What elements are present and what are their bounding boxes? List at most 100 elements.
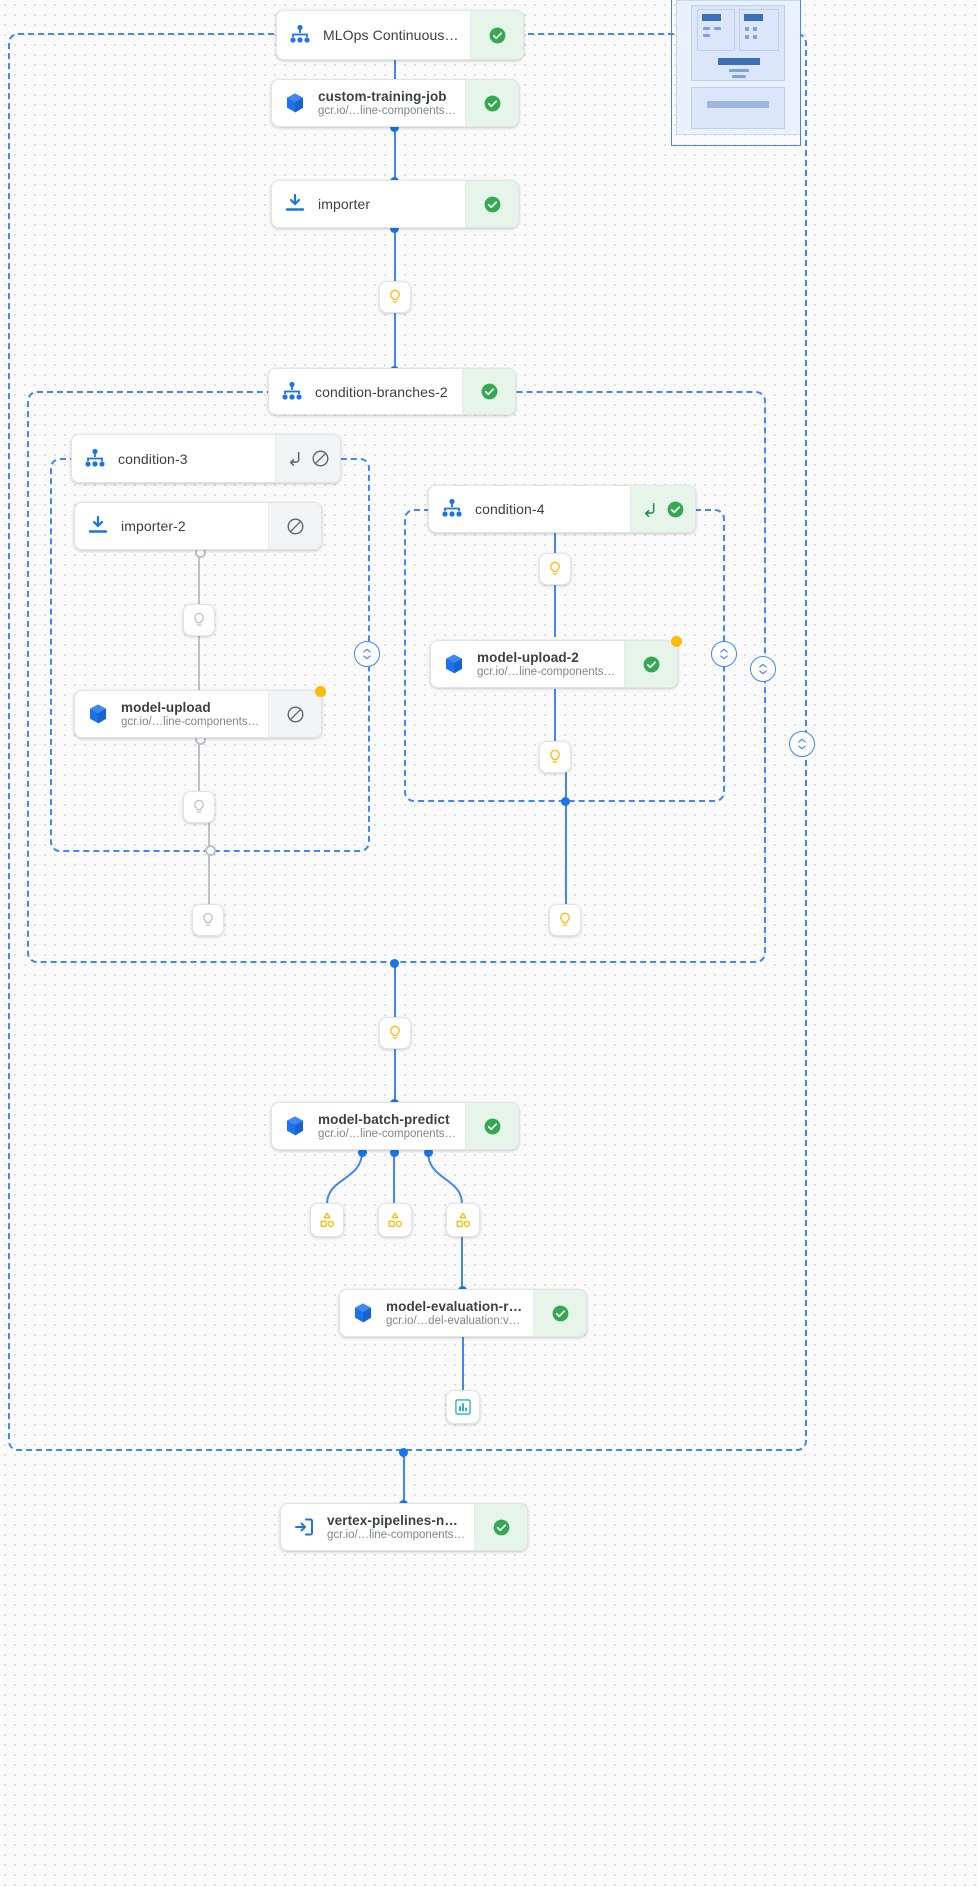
status-badge bbox=[470, 11, 523, 59]
edge-param-to-model-upload bbox=[198, 636, 200, 690]
component-cube-icon bbox=[340, 1290, 386, 1336]
param-node-importer2-out[interactable] bbox=[183, 604, 215, 636]
status-badge bbox=[465, 80, 518, 126]
lightbulb-icon bbox=[390, 289, 400, 303]
node-condition-4[interactable]: condition-4 bbox=[428, 485, 696, 533]
chevron-collapse-icon bbox=[363, 648, 371, 660]
minimap-node-dot bbox=[745, 27, 749, 31]
artifact-node-3[interactable] bbox=[446, 1203, 480, 1237]
edge-dot bbox=[399, 1448, 408, 1457]
edge-dot bbox=[358, 1148, 367, 1157]
pipeline-icon bbox=[429, 486, 475, 532]
node-subtitle: gcr.io/…line-components:2.6.0 bbox=[318, 105, 457, 117]
chevron-collapse-icon bbox=[720, 648, 728, 660]
param-node-condition4-exit[interactable] bbox=[549, 904, 581, 936]
node-text: model-batch-predict gcr.io/…line-compone… bbox=[318, 1103, 465, 1149]
pipeline-icon bbox=[277, 11, 323, 59]
node-title: condition-3 bbox=[118, 450, 188, 467]
node-title: model-upload-2 bbox=[477, 650, 579, 665]
artifact-node-2[interactable] bbox=[378, 1203, 412, 1237]
param-node-model-upload-out[interactable] bbox=[183, 791, 215, 823]
minimap-node-dot bbox=[703, 34, 710, 37]
node-text: condition-branches-2 bbox=[315, 369, 462, 414]
check-circle-icon bbox=[484, 1118, 500, 1134]
minimap-node-bar bbox=[707, 101, 769, 108]
collapse-button-condition-branches[interactable] bbox=[750, 656, 776, 682]
artifact-node-1[interactable] bbox=[310, 1203, 344, 1237]
warning-dot-icon bbox=[315, 686, 326, 697]
param-node-condition4-in[interactable] bbox=[539, 553, 571, 585]
node-title: vertex-pipelines-notificat… bbox=[327, 1513, 466, 1528]
check-circle-icon bbox=[643, 656, 659, 672]
node-root-pipeline[interactable]: MLOps Continuous Traini… bbox=[276, 10, 524, 60]
node-title: model-upload bbox=[121, 700, 211, 715]
param-node-importer-out[interactable] bbox=[379, 281, 411, 313]
param-node-branches-exit[interactable] bbox=[379, 1017, 411, 1049]
component-cube-icon bbox=[272, 1103, 318, 1149]
lightbulb-icon bbox=[390, 1025, 400, 1039]
node-model-evaluation[interactable]: model-evaluation-regres… gcr.io/…del-eva… bbox=[339, 1289, 587, 1337]
status-badge bbox=[533, 1290, 586, 1336]
minimap-node-dot bbox=[753, 35, 757, 39]
node-condition-branches-2[interactable]: condition-branches-2 bbox=[268, 368, 516, 415]
param-node-condition3-exit[interactable] bbox=[192, 904, 224, 936]
node-text: model-upload-2 gcr.io/…line-components:2… bbox=[477, 641, 624, 687]
status-badge bbox=[624, 641, 677, 687]
node-importer-2[interactable]: importer-2 bbox=[74, 502, 322, 550]
check-circle-icon bbox=[481, 383, 497, 400]
node-subtitle: gcr.io/…line-components:2.6.0 bbox=[318, 1128, 457, 1140]
minimap-panel bbox=[691, 87, 785, 129]
pipeline-icon bbox=[269, 369, 315, 414]
minimap-node-dot bbox=[729, 69, 749, 72]
graph-minimap[interactable] bbox=[671, 0, 801, 146]
collapse-button-condition-3[interactable] bbox=[354, 641, 380, 667]
exit-to-app-icon bbox=[281, 1504, 327, 1550]
edge-dot bbox=[390, 959, 399, 968]
node-title: condition-4 bbox=[475, 501, 545, 517]
node-model-upload[interactable]: model-upload gcr.io/…line-components:2.6… bbox=[74, 686, 326, 738]
metrics-node-1[interactable] bbox=[446, 1390, 480, 1424]
status-badge bbox=[465, 181, 518, 227]
minimap-node-dot bbox=[753, 27, 757, 31]
component-cube-icon bbox=[272, 80, 318, 126]
edge-dot bbox=[390, 224, 399, 233]
edge-dot bbox=[561, 797, 570, 806]
minimap-viewport[interactable] bbox=[671, 0, 801, 146]
branch-arrow-icon bbox=[644, 502, 655, 517]
node-model-upload-2[interactable]: model-upload-2 gcr.io/…line-components:2… bbox=[430, 636, 682, 688]
status-badge bbox=[275, 435, 340, 482]
collapse-button-condition-4[interactable] bbox=[711, 641, 737, 667]
chevron-collapse-icon bbox=[798, 738, 806, 750]
check-circle-icon bbox=[493, 1519, 509, 1535]
param-node-model-upload2-out[interactable] bbox=[539, 741, 571, 773]
collapse-button-root[interactable] bbox=[789, 731, 815, 757]
status-badge bbox=[268, 503, 321, 549]
node-importer[interactable]: importer bbox=[271, 180, 519, 228]
node-text: condition-4 bbox=[475, 486, 630, 532]
node-title: MLOps Continuous Traini… bbox=[323, 27, 462, 43]
node-custom-training-job[interactable]: custom-training-job gcr.io/…line-compone… bbox=[271, 79, 519, 127]
node-title: importer-2 bbox=[121, 518, 186, 534]
lightbulb-icon bbox=[194, 612, 204, 626]
pipeline-icon bbox=[72, 435, 118, 482]
node-text: MLOps Continuous Traini… bbox=[323, 11, 470, 59]
import-download-icon bbox=[75, 503, 121, 549]
status-badge bbox=[474, 1504, 527, 1550]
node-text: model-upload gcr.io/…line-components:2.6… bbox=[121, 691, 268, 737]
node-title: model-batch-predict bbox=[318, 1112, 450, 1127]
node-text: condition-3 bbox=[118, 435, 275, 482]
lightbulb-icon bbox=[560, 912, 570, 926]
edge-branches-to-param bbox=[394, 963, 396, 1017]
edge-param-to-exit-param bbox=[208, 823, 210, 905]
lightbulb-icon bbox=[550, 749, 560, 763]
node-condition-3[interactable]: condition-3 bbox=[71, 434, 341, 483]
node-subtitle: gcr.io/…line-components:2.6.0 bbox=[327, 1529, 466, 1541]
chevron-collapse-icon bbox=[759, 663, 767, 675]
not-allowed-icon bbox=[312, 450, 329, 467]
lightbulb-icon bbox=[550, 561, 560, 575]
node-vertex-pipelines-notification[interactable]: vertex-pipelines-notificat… gcr.io/…line… bbox=[280, 1503, 528, 1551]
minimap-node-dot bbox=[732, 75, 746, 78]
minimap-node-bar bbox=[702, 14, 721, 21]
node-model-batch-predict[interactable]: model-batch-predict gcr.io/…line-compone… bbox=[271, 1102, 519, 1150]
